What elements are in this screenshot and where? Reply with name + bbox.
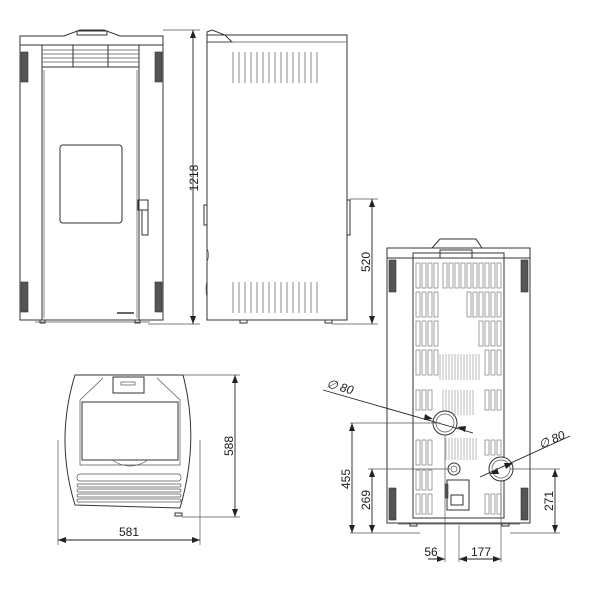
- logo: [117, 312, 134, 314]
- top-view: [64, 374, 192, 517]
- dimension-height-269: 269: [359, 468, 450, 533]
- vent-icon: [520, 487, 529, 521]
- dimension-height-520: 520: [332, 198, 378, 325]
- dimension-label: 1218: [187, 164, 201, 191]
- louvres-bottom: [232, 282, 318, 313]
- dimension-label: 56: [424, 545, 438, 559]
- dimension-width-581: 581: [57, 440, 201, 545]
- side-view: [203, 29, 351, 324]
- dimension-label: ∅ 80: [537, 428, 568, 452]
- dimension-depth-588: 588: [182, 374, 240, 518]
- dimension-label: 269: [359, 490, 373, 510]
- front-view: [19, 29, 164, 324]
- rear-view: [386, 238, 531, 527]
- vent-icon: [154, 281, 163, 313]
- dimension-label: ∅ 80: [325, 376, 355, 397]
- dimension-height-455: 455: [339, 422, 440, 534]
- dimension-label: 520: [359, 252, 373, 272]
- louvres-top: [232, 52, 318, 83]
- vent-icon: [20, 281, 29, 313]
- dimension-label: 177: [471, 545, 491, 559]
- vent-icon: [388, 259, 397, 293]
- dimension-height-271: 271: [510, 468, 560, 534]
- dimension-label: 455: [339, 469, 353, 489]
- dimension-label: 588: [222, 436, 236, 456]
- dimension-height-1218: 1218: [148, 29, 201, 325]
- vent-icon: [154, 51, 163, 83]
- central-grille: [439, 354, 480, 460]
- dimension-offsets: 56 177: [424, 435, 502, 562]
- vent-icon: [388, 487, 397, 521]
- rear-slots: [415, 262, 502, 515]
- vent-icon: [520, 259, 529, 293]
- vent-icon: [20, 51, 29, 83]
- dimension-label: 271: [542, 491, 556, 511]
- dimension-label: 581: [119, 525, 139, 539]
- flue-outlet-pipe: [488, 456, 514, 482]
